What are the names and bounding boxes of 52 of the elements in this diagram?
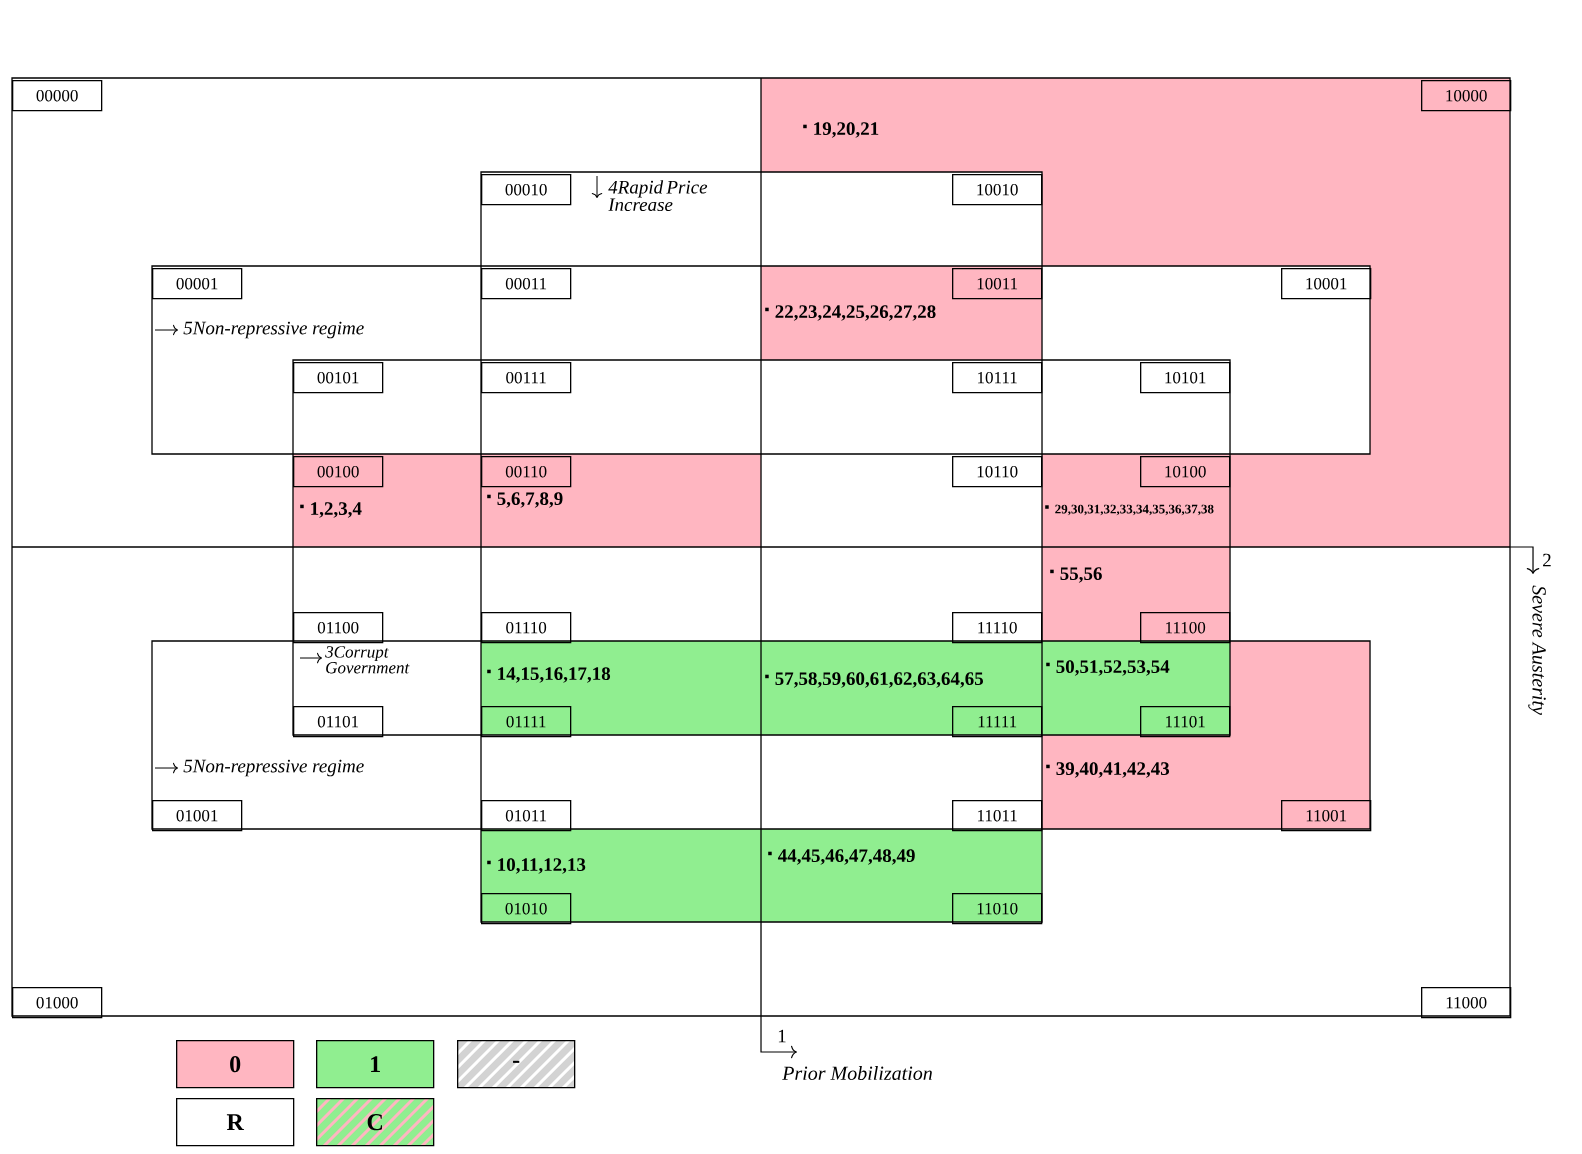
cell-label: 01000 bbox=[12, 987, 103, 1019]
cell-label: 10000 bbox=[1421, 80, 1512, 112]
cell-label: 11110 bbox=[952, 612, 1043, 644]
cell-label: 11010 bbox=[952, 893, 1043, 925]
cell-label: 00100 bbox=[293, 456, 384, 488]
cell-label: 10011 bbox=[952, 268, 1043, 300]
cell-label: 10100 bbox=[1140, 456, 1231, 488]
cell-label: 10101 bbox=[1140, 362, 1231, 394]
cell-label: 10001 bbox=[1281, 268, 1372, 300]
cell-label: 11101 bbox=[1140, 706, 1231, 738]
cell-label: 00110 bbox=[481, 456, 572, 488]
cell-label: 01001 bbox=[152, 800, 243, 832]
case-list: 19,20,21 bbox=[803, 122, 879, 138]
condition-label: Severe Austerity bbox=[1528, 585, 1546, 715]
cell-label: 01111 bbox=[481, 706, 572, 738]
cell-label: 00101 bbox=[293, 362, 384, 394]
cell-label: 00010 bbox=[481, 174, 572, 206]
cell-label: 11100 bbox=[1140, 612, 1231, 644]
case-list: 55,56 bbox=[1050, 567, 1102, 583]
case-list: 29,30,31,32,33,34,35,36,37,38 bbox=[1045, 504, 1214, 516]
case-list: 10,11,12,13 bbox=[487, 858, 586, 874]
case-list: 1,2,3,4 bbox=[300, 502, 362, 518]
case-list: 57,58,59,60,61,62,63,64,65 bbox=[765, 672, 983, 688]
cell-label: 01011 bbox=[481, 800, 572, 832]
cell-label: 00001 bbox=[152, 268, 243, 300]
case-list: 44,45,46,47,48,49 bbox=[768, 849, 915, 865]
case-list: 14,15,16,17,18 bbox=[487, 667, 611, 683]
cell-label: 01101 bbox=[293, 706, 384, 738]
cell-label: 11001 bbox=[1281, 800, 1372, 832]
cell-label: 01010 bbox=[481, 893, 572, 925]
cell-label: 11000 bbox=[1421, 987, 1512, 1019]
condition-label: 5Non-repressive regime bbox=[183, 321, 364, 339]
case-list: 22,23,24,25,26,27,28 bbox=[765, 305, 936, 321]
condition-number: 2 bbox=[1543, 553, 1551, 567]
condition-label: 4Rapid Price Increase bbox=[608, 180, 708, 212]
case-list: 5,6,7,8,9 bbox=[487, 492, 563, 508]
cell-label: 11111 bbox=[952, 706, 1043, 738]
condition-number: 1 bbox=[778, 1029, 786, 1043]
condition-label: 3Corrupt Government bbox=[325, 646, 410, 674]
cell-label: 01100 bbox=[293, 612, 384, 644]
cell-label: 10111 bbox=[952, 362, 1043, 394]
cell-label: 11011 bbox=[952, 800, 1043, 832]
condition-label: Prior Mobilization bbox=[782, 1065, 932, 1081]
cell-label: 00011 bbox=[481, 268, 572, 300]
cell-label: 10110 bbox=[952, 456, 1043, 488]
cell-label: 01110 bbox=[481, 612, 572, 644]
condition-label: 5Non-repressive regime bbox=[183, 759, 364, 777]
case-list: 39,40,41,42,43 bbox=[1046, 762, 1170, 778]
cell-label: 10010 bbox=[952, 174, 1043, 206]
cell-label: 00111 bbox=[481, 362, 572, 394]
cell-label: 00000 bbox=[12, 80, 103, 112]
case-list: 50,51,52,53,54 bbox=[1046, 660, 1170, 676]
